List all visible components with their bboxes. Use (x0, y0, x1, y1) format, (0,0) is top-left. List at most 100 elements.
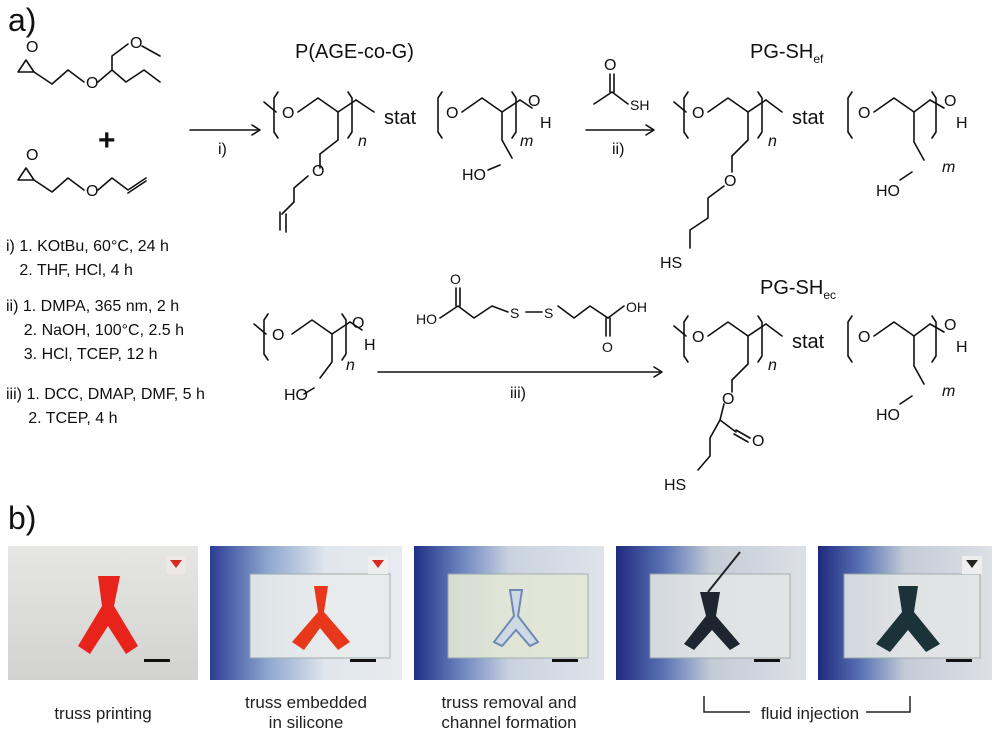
conditions-i-1: i) 1. KOtBu, 60°C, 24 h (6, 238, 169, 255)
fluid-injection-bracket (703, 696, 911, 713)
fluid-injection-image-1 (649, 551, 791, 659)
dithio-s-1: S (510, 305, 519, 321)
p3-m: m (942, 383, 955, 400)
caption-truss-removal: truss removal and channel formation (414, 693, 604, 733)
thioacid-o: O (604, 57, 616, 74)
p2-o-2: O (724, 173, 736, 190)
scale-bar (552, 659, 578, 662)
p3-ho: HO (876, 407, 900, 424)
panel-b-label: b) (8, 500, 37, 536)
p1-o-3: O (446, 105, 458, 122)
scale-bar (350, 659, 376, 662)
photo-truss-removal (414, 546, 604, 680)
p2-n: n (768, 133, 777, 150)
red-truss-image (78, 556, 186, 654)
polyglycerol-start (253, 313, 363, 395)
pg-n: n (346, 357, 355, 374)
p3-o-4: O (858, 329, 870, 346)
dithio-o-1: O (450, 271, 461, 287)
photo-truss-printing (8, 546, 198, 680)
monomer-allyl-glycidyl-ether (17, 167, 147, 194)
caption-truss-removal-line2: channel formation (441, 713, 577, 732)
photo-truss-embedded (210, 546, 402, 680)
photo-fluid-injection-1 (616, 546, 806, 680)
p2-o-1: O (692, 105, 704, 122)
p3-hs: HS (664, 477, 686, 494)
pg-o-1: O (272, 327, 284, 344)
p3-o-2: O (722, 391, 734, 408)
product2-title: PG-SHef (750, 41, 824, 66)
pgshec-glycerol-unit (847, 315, 945, 405)
p2-h: H (956, 115, 968, 132)
plus-sign: + (98, 124, 116, 157)
p3-h: H (956, 339, 968, 356)
reaction-scheme: P(AGE-co-G) PG-SHef PG-SHec O O O + O O … (17, 35, 968, 494)
product3-title: PG-SHec (760, 277, 836, 302)
caption-truss-embedded-line2: in silicone (268, 713, 344, 732)
p3-stat: stat (792, 331, 825, 353)
thioacid-sh: SH (630, 97, 649, 113)
embedded-truss-image (249, 556, 391, 659)
p1-m: m (520, 133, 533, 150)
thioacetic-acid (593, 73, 629, 105)
product1-title: P(AGE-co-G) (295, 41, 414, 63)
caption-truss-removal-line1: truss removal and (441, 693, 577, 712)
p3-o-1: O (692, 329, 704, 346)
dithio-ho: HO (416, 311, 437, 327)
ether-o-3: O (86, 183, 98, 200)
conditions-iii-2: 2. TCEP, 4 h (6, 410, 118, 427)
conditions-i-2: 2. THF, HCl, 4 h (6, 262, 133, 279)
p1-n: n (358, 133, 367, 150)
pg-o-2: O (352, 315, 364, 332)
caption-truss-printing: truss printing (54, 704, 152, 723)
conditions-ii-1: ii) 1. DMPA, 365 nm, 2 h (6, 298, 180, 315)
ether-o-2: O (130, 35, 142, 52)
caption-truss-embedded: truss embedded in silicone (210, 693, 402, 733)
pgshef-glycerol-unit (847, 91, 945, 181)
epoxide-o-1: O (26, 39, 38, 56)
p1-h: H (540, 115, 552, 132)
channel-image (447, 573, 589, 659)
pgshef-thioether-unit (673, 91, 783, 249)
dithiodipropionic-acid (439, 287, 625, 337)
ether-o-1: O (86, 75, 98, 92)
dithio-oh: OH (626, 299, 647, 315)
conditions-ii-2: 2. NaOH, 100°C, 2.5 h (6, 322, 185, 339)
p2-o-3: O (858, 105, 870, 122)
p1-ho: HO (462, 167, 486, 184)
dithio-s-2: S (544, 305, 553, 321)
polymer1-allyl-unit (263, 91, 375, 233)
epoxide-o-2: O (26, 147, 38, 164)
p2-m: m (942, 159, 955, 176)
p3-o-3: O (752, 433, 764, 450)
step-iii-label: iii) (510, 385, 526, 402)
pg-h: H (364, 337, 376, 354)
p2-ho: HO (876, 183, 900, 200)
step-ii-label: ii) (612, 141, 624, 158)
caption-truss-embedded-line1: truss embedded (245, 693, 367, 712)
fluid-injection-image-2 (843, 556, 982, 659)
scale-bar (754, 659, 780, 662)
scale-bar (946, 659, 972, 662)
polymer1-glycerol-unit (437, 91, 533, 171)
p1-o-4: O (528, 93, 540, 110)
p3-o-5: O (944, 317, 956, 334)
p1-o-1: O (282, 105, 294, 122)
photo-fluid-injection-2 (818, 546, 992, 680)
step-i-label: i) (218, 141, 227, 158)
conditions-ii-3: 3. HCl, TCEP, 12 h (6, 346, 158, 363)
pgshec-ester-unit (673, 315, 783, 471)
p1-stat: stat (384, 107, 417, 129)
monomer-ethoxyethyl-glycidyl-ether (17, 43, 161, 85)
pg-ho: HO (284, 387, 308, 404)
p2-hs: HS (660, 255, 682, 272)
caption-fluid-injection: fluid injection (760, 704, 860, 723)
conditions-iii-1: iii) 1. DCC, DMAP, DMF, 5 h (6, 386, 205, 403)
p1-o-2: O (312, 163, 324, 180)
p2-o-4: O (944, 93, 956, 110)
p3-n: n (768, 357, 777, 374)
p2-stat: stat (792, 107, 825, 129)
dithio-o-2: O (602, 339, 613, 355)
panel-a-label: a) (8, 2, 37, 38)
